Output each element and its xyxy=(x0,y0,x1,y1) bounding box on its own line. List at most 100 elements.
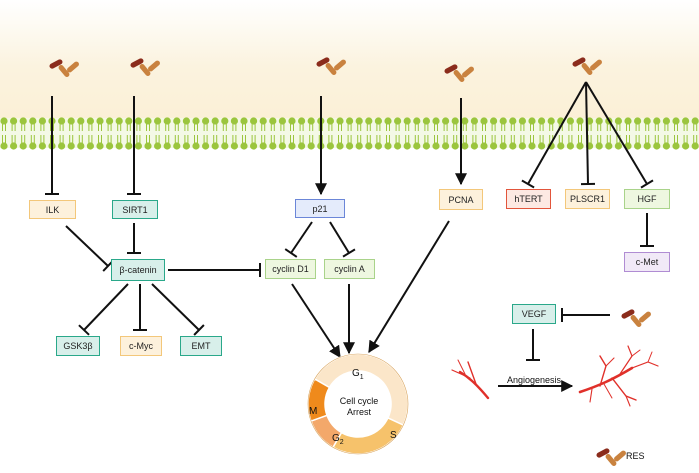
lipid-head xyxy=(240,117,248,125)
lipid-head xyxy=(154,142,162,150)
edge-res-htert-bar xyxy=(521,179,535,189)
lipid-head xyxy=(605,142,613,150)
phase-g2-label: G2 xyxy=(332,433,344,446)
edge-bcatenin-emt xyxy=(151,283,200,331)
res-capsule xyxy=(325,63,337,75)
cell-cycle-line1: Cell cycle xyxy=(339,396,379,406)
lipid-head xyxy=(173,117,181,125)
lipid-head xyxy=(67,142,75,150)
res-legend-icon xyxy=(596,448,626,466)
edge-res-hgf-bar xyxy=(640,179,654,189)
lipid-head xyxy=(278,142,286,150)
lipid-head xyxy=(336,142,344,150)
edge-bcatenin-emt-bar xyxy=(193,324,205,336)
lipid-tail xyxy=(395,135,400,144)
lipid-tail xyxy=(50,135,54,144)
lipid-head xyxy=(518,142,527,150)
lipid-head xyxy=(691,117,699,125)
lipid-head xyxy=(19,117,27,125)
lipid-tail xyxy=(501,135,506,144)
lipid-head xyxy=(461,117,469,125)
lipid-head xyxy=(221,117,229,125)
lipid-tail xyxy=(520,135,525,144)
node-cyclin-a: cyclin A xyxy=(324,259,375,279)
lipid-head xyxy=(250,117,258,125)
lipid-head xyxy=(518,117,527,125)
cell-cycle-ring xyxy=(307,353,409,455)
vessel-branch xyxy=(467,361,477,385)
edge-res-plscr1 xyxy=(585,81,589,185)
lipid-head xyxy=(624,117,632,125)
edge-p21-cyclind1-bar xyxy=(284,248,298,258)
lipid-head xyxy=(470,117,478,125)
lipid-head xyxy=(125,142,133,150)
lipid-head xyxy=(182,117,190,125)
lipid-head xyxy=(614,142,623,150)
lipid-tail xyxy=(318,135,323,144)
lipid-head xyxy=(259,117,267,125)
node-htert: hTERT xyxy=(506,189,551,209)
lipid-head xyxy=(634,142,642,150)
lipid-head xyxy=(38,142,47,150)
lipid-head xyxy=(490,117,498,125)
lipid-head xyxy=(394,142,402,150)
res-capsule xyxy=(462,66,474,78)
phase-g1-letter: G xyxy=(352,368,360,379)
lipid-head xyxy=(346,142,354,150)
lipid-head xyxy=(298,117,306,125)
node-cmet: c-Met xyxy=(624,252,670,272)
lipid-tail xyxy=(376,135,381,144)
node-gsk3b: GSK3β xyxy=(56,336,100,356)
node-vegf: VEGF xyxy=(512,304,556,324)
lipid-tail xyxy=(635,135,640,144)
lipid-head xyxy=(29,142,37,150)
phase-g1-subscript: 1 xyxy=(359,374,364,381)
lipid-head xyxy=(125,117,133,125)
lipid-head xyxy=(259,142,267,150)
lipid-head xyxy=(643,117,651,125)
lipid-head xyxy=(202,117,210,125)
lipid-head xyxy=(298,142,306,150)
edge-p21-cyclina-bar xyxy=(342,248,356,258)
res-capsule xyxy=(630,315,642,327)
lipid-head xyxy=(0,117,8,125)
lipid-head xyxy=(346,117,354,125)
res-capsule xyxy=(639,311,651,323)
lipid-head xyxy=(307,142,315,150)
vessel-branch xyxy=(647,351,653,363)
lipid-head xyxy=(326,117,334,125)
lipid-tail xyxy=(88,135,93,144)
lipid-head xyxy=(278,117,286,125)
lipid-tail xyxy=(165,135,170,144)
lipid-head xyxy=(538,117,546,125)
lipid-head xyxy=(29,117,37,125)
edge-p21-cyclind1 xyxy=(290,221,313,254)
cell-cycle-title: Cell cycle Arrest xyxy=(334,396,384,418)
lipid-tail xyxy=(98,135,102,144)
lipid-tail xyxy=(203,135,208,144)
edge-cyclind1-cycle xyxy=(291,283,341,359)
node-ilk: ILK xyxy=(29,200,76,219)
lipid-head xyxy=(499,117,507,125)
lipid-head xyxy=(106,142,114,150)
lipid-head xyxy=(269,117,277,125)
lipid-tail xyxy=(251,135,256,144)
lipid-head xyxy=(288,117,296,125)
lipid-head xyxy=(451,142,459,150)
res-molecule-group xyxy=(572,57,602,75)
lipid-head xyxy=(355,117,363,125)
res-capsule xyxy=(590,59,602,71)
phase-s-label: S xyxy=(390,430,397,441)
lipid-head xyxy=(653,117,661,125)
lipid-tail xyxy=(462,135,467,144)
lipid-head xyxy=(115,142,123,150)
lipid-head xyxy=(595,142,603,150)
lipid-head xyxy=(0,142,8,150)
lipid-tail xyxy=(606,135,611,144)
lipid-tail xyxy=(491,135,496,144)
lipid-head xyxy=(634,117,642,125)
lipid-head xyxy=(614,117,623,125)
vessel-branch xyxy=(611,377,637,401)
lipid-head xyxy=(77,117,85,125)
lipid-head xyxy=(682,117,690,125)
